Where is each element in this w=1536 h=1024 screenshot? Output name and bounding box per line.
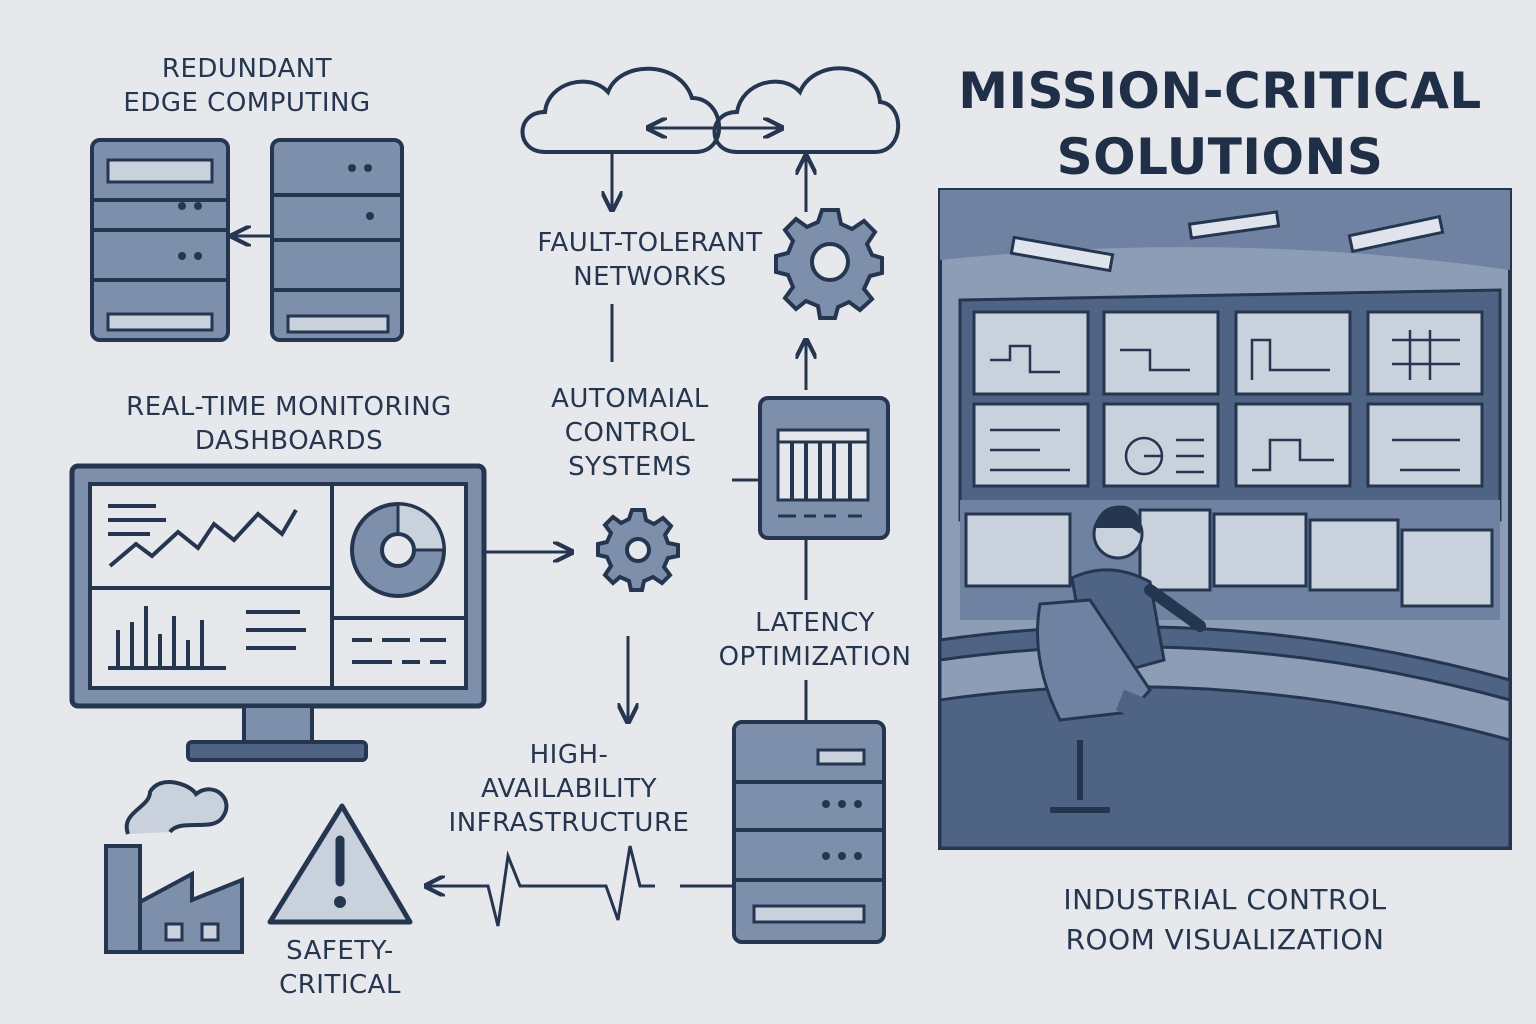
- cloud-icon: [712, 66, 901, 154]
- pie-chart-icon: [350, 502, 446, 598]
- operator-icon: [1036, 505, 1211, 813]
- label-line: EDGE COMPUTING: [123, 88, 371, 118]
- server-icon: [90, 138, 230, 342]
- label-safety-critical: SAFETY- CRITICAL: [250, 934, 430, 1002]
- label-high-availability: HIGH- AVAILABILITY INFRASTRUCTURE: [434, 738, 704, 840]
- label-line: CONTROL: [564, 418, 696, 448]
- server-icon: [270, 138, 404, 342]
- label-real-time-monitoring: REAL-TIME MONITORING DASHBOARDS: [84, 390, 494, 458]
- title-line-2: SOLUTIONS: [1056, 128, 1384, 186]
- label-line: INFRASTRUCTURE: [448, 808, 690, 838]
- label-line: ROOM VISUALIZATION: [1065, 923, 1385, 956]
- label-line: REAL-TIME MONITORING: [126, 392, 452, 422]
- page-title: MISSION-CRITICAL SOLUTIONS: [940, 58, 1500, 190]
- label-control-room: INDUSTRIAL CONTROL ROOM VISUALIZATION: [1000, 880, 1450, 960]
- label-line: LATENCY: [755, 608, 875, 638]
- label-line: FAULT-TOLERANT: [537, 228, 763, 258]
- label-line: INDUSTRIAL CONTROL: [1063, 883, 1387, 916]
- heartbeat-icon: [428, 845, 732, 927]
- label-line: SYSTEMS: [568, 452, 692, 482]
- cloud-icon: [520, 66, 721, 154]
- label-line: SAFETY-: [286, 936, 394, 966]
- label-line: OPTIMIZATION: [718, 642, 912, 672]
- label-line: AUTOMAIAL: [551, 384, 709, 414]
- label-line: AVAILABILITY: [481, 774, 657, 804]
- label-line: CRITICAL: [279, 970, 401, 1000]
- label-line: REDUNDANT: [161, 54, 333, 84]
- control-panel-icon: [758, 396, 890, 540]
- label-line: DASHBOARDS: [194, 426, 384, 456]
- control-room-illustration: [938, 188, 1512, 850]
- label-line: NETWORKS: [573, 262, 727, 292]
- factory-icon: [104, 780, 244, 954]
- label-control-systems: AUTOMAIAL CONTROL SYSTEMS: [520, 382, 740, 484]
- warning-icon: [267, 803, 413, 925]
- title-line-1: MISSION-CRITICAL: [958, 62, 1482, 120]
- bar-chart-icon: [108, 606, 446, 670]
- label-line: HIGH-: [529, 740, 609, 770]
- label-redundant-edge-computing: REDUNDANT EDGE COMPUTING: [82, 52, 412, 120]
- label-latency-optimization: LATENCY OPTIMIZATION: [700, 606, 930, 674]
- gear-icon: [774, 208, 884, 320]
- label-fault-tolerant-networks: FAULT-TOLERANT NETWORKS: [500, 226, 800, 294]
- gear-icon: [596, 508, 680, 592]
- server-icon: [732, 720, 886, 944]
